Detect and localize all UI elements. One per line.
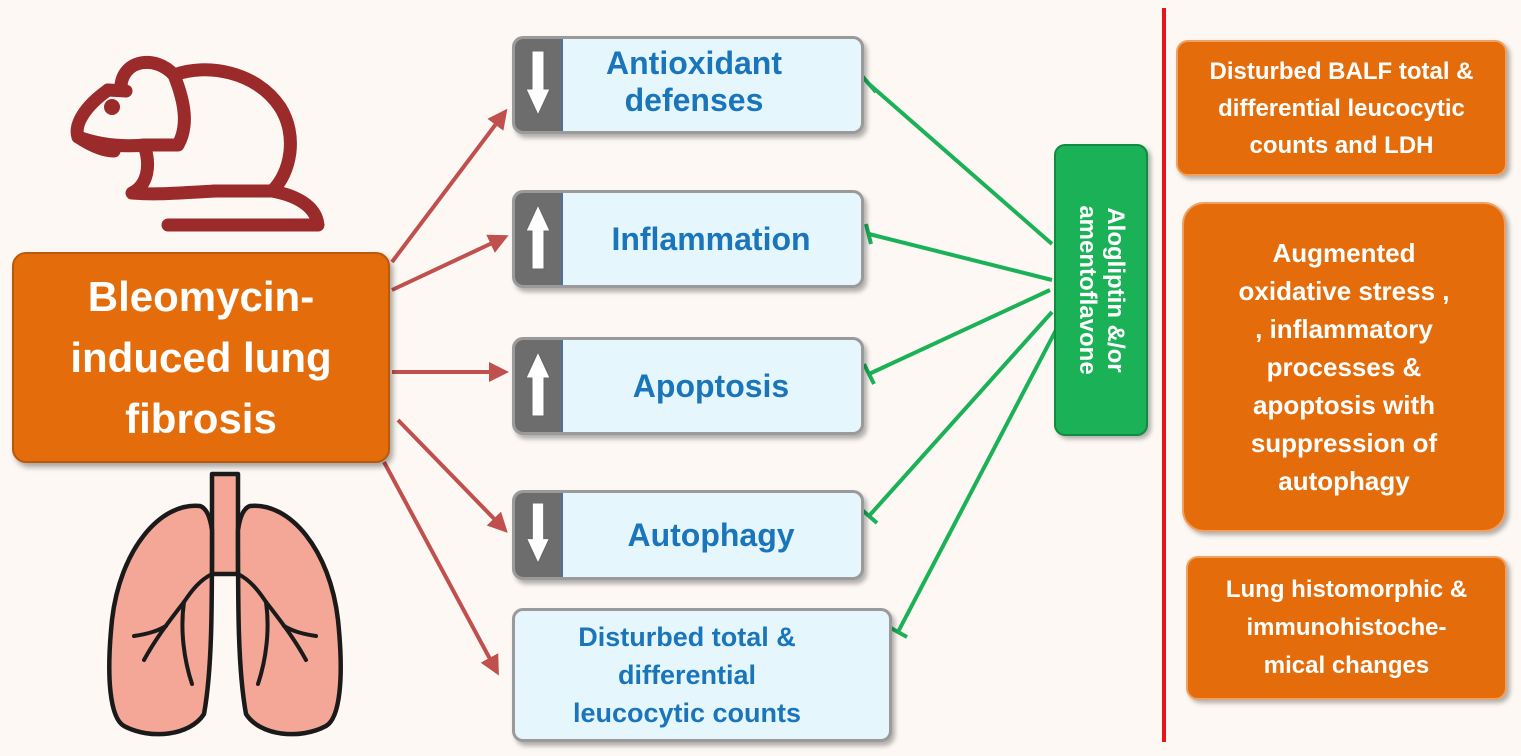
cause-label-line-1: Bleomycin- — [87, 273, 315, 320]
outcome-1-line-3: counts and LDH — [1249, 131, 1434, 159]
up-arrow-icon — [526, 205, 550, 270]
decrease-indicator — [515, 493, 563, 577]
autophagy-box: Autophagy — [512, 490, 864, 580]
increase-indicator — [515, 193, 563, 285]
arrow-to-inflammation — [391, 234, 509, 292]
leucocytic-counts-box: Disturbed total & differential leucocyti… — [512, 608, 892, 742]
inhibit-leucocytic — [896, 329, 1058, 633]
leucocytic-label-line-3: leucocytic counts — [572, 698, 802, 728]
autophagy-label: Autophagy — [627, 516, 795, 553]
inhibit-apoptosis — [868, 288, 1051, 376]
inhibit-autophagy — [867, 310, 1054, 518]
outcome-2-line-4: processes & — [1266, 352, 1422, 382]
bleomycin-lung-fibrosis-box: Bleomycin- induced lung fibrosis — [12, 252, 390, 463]
antioxidant-label-line-2: defenses — [624, 82, 764, 118]
outcome-3-line-2: immunohistoche- — [1246, 614, 1447, 641]
outcome-2-line-3: , inflammatory — [1255, 314, 1433, 344]
outcome-1-line-2: differential leucocytic — [1218, 94, 1465, 122]
outcome-1-line-1: Disturbed BALF total & — [1209, 57, 1474, 85]
cause-label-line-2: induced lung — [70, 334, 332, 381]
outcome-2-line-7: autophagy — [1278, 466, 1410, 496]
apoptosis-box: Apoptosis — [512, 337, 864, 435]
outcome-3-line-3: mical changes — [1263, 652, 1430, 679]
outcome-balf-box: Disturbed BALF total & differential leuc… — [1176, 40, 1507, 176]
apoptosis-label: Apoptosis — [632, 367, 790, 404]
cause-label-line-3: fibrosis — [125, 395, 277, 442]
outcome-2-line-1: Augmented — [1272, 238, 1416, 268]
decrease-indicator — [515, 39, 563, 131]
leucocytic-label-line-2: differential — [617, 660, 756, 690]
up-arrow-icon — [526, 352, 550, 417]
treatment-label-line-2: amentoflavone — [1074, 205, 1101, 375]
outcome-oxidative-box: Augmented oxidative stress , , inflammat… — [1182, 202, 1506, 532]
down-arrow-icon — [526, 51, 550, 117]
increase-indicator — [515, 340, 563, 432]
inflammation-box: Inflammation — [512, 190, 864, 288]
outcome-2-line-2: oxidative stress , — [1238, 276, 1450, 306]
down-arrow-icon — [526, 503, 550, 565]
antioxidant-label-line-1: Antioxidant — [606, 45, 782, 81]
leucocytic-label-line-1: Disturbed total & — [578, 622, 796, 652]
mouse-icon — [70, 55, 325, 232]
antioxidant-defenses-box: Antioxidant defenses — [512, 36, 864, 134]
outcome-3-line-1: Lung histomorphic & — [1225, 576, 1468, 603]
treatment-label-line-1: Alogliptin &/or — [1102, 207, 1129, 373]
arrow-to-autophagy — [396, 418, 508, 533]
arrow-to-antioxidant — [390, 108, 508, 264]
outcome-2-line-5: apoptosis with — [1253, 390, 1435, 420]
outcome-histomorphic-box: Lung histomorphic & immunohistoche- mica… — [1186, 556, 1507, 700]
outcome-2-line-6: suppression of — [1250, 428, 1438, 458]
inhibit-antioxidant — [867, 82, 1054, 246]
lungs-icon — [107, 471, 343, 737]
arrow-to-leucocytic — [382, 461, 499, 676]
alogliptin-amentoflavone-box: Alogliptin &/or amentoflavone — [1054, 144, 1148, 436]
inhibit-inflammation — [868, 232, 1053, 282]
inflammation-label: Inflammation — [611, 220, 811, 257]
